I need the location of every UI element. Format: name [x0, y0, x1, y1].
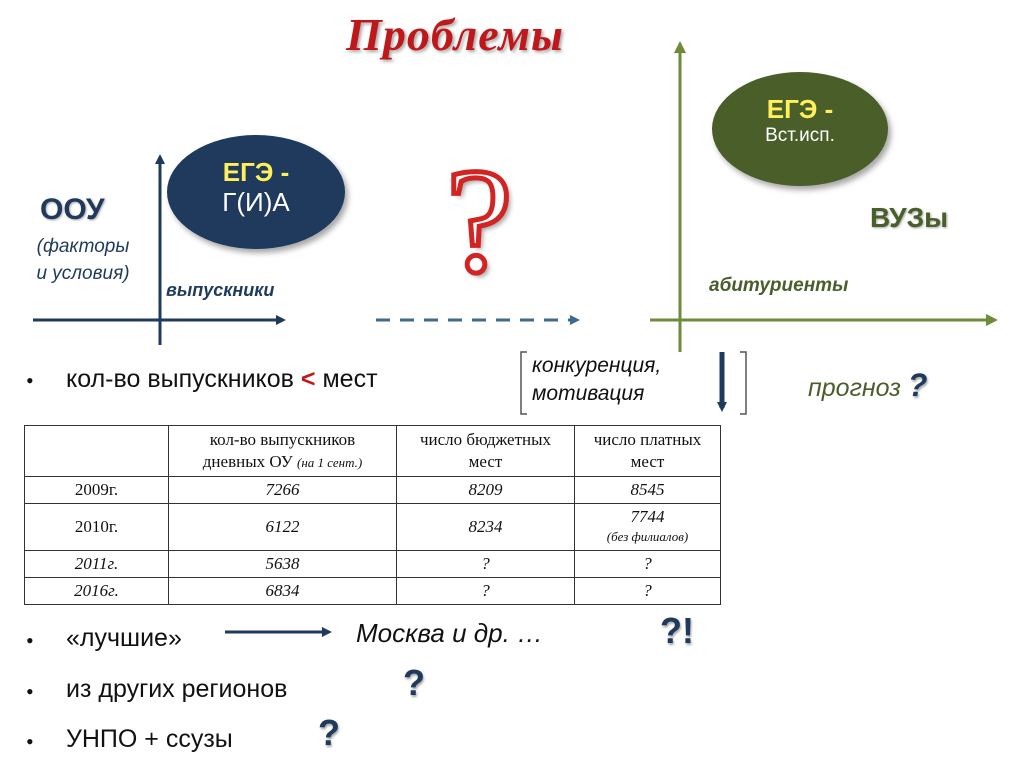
header-paid: число платных мест — [574, 425, 721, 477]
table-header-row: кол-во выпускников дневных ОУ (на 1 сент… — [24, 425, 721, 477]
cell-year: 2010г. — [24, 503, 169, 551]
ellipse-dash: - — [817, 94, 834, 124]
ege-gia-ellipse: ЕГЭ - Г(И)А — [167, 135, 345, 249]
ellipse-top-text: ЕГЭ - — [712, 94, 888, 124]
header-graduates: кол-во выпускников дневных ОУ (на 1 сент… — [168, 425, 397, 477]
cell-grads: 6122 — [168, 503, 397, 551]
table-row: 2010г. 6122 8234 7744 (без филиалов) — [24, 503, 721, 551]
cell-year: 2011г. — [24, 550, 169, 578]
header-budget: число бюджетных мест — [396, 425, 575, 477]
moscow-destination: Москва и др. … — [356, 618, 544, 648]
statistics-table: кол-во выпускников дневных ОУ (на 1 сент… — [24, 425, 721, 605]
header-budget-line1: число бюджетных — [419, 430, 552, 449]
cell-paid-value: 7744 — [630, 507, 665, 526]
bullet-text: кол-во выпускников — [66, 365, 294, 393]
bullet-dot: • — [26, 679, 34, 704]
unpo-question-mark: ? — [318, 712, 340, 753]
cell-year: 2009г. — [24, 476, 169, 504]
cell-budget: ? — [396, 550, 575, 578]
cell-paid-note: (без филиалов) — [606, 529, 689, 544]
competition-motivation: конкуренция, мотивация — [532, 352, 661, 408]
table-row: 2011г. 5638 ? ? — [24, 550, 721, 578]
header-graduates-text: дневных ОУ — [202, 451, 293, 471]
forecast-label: прогноз — [808, 374, 901, 402]
best-question-mark: ?! — [660, 610, 694, 651]
bullet-unpo: УНПО + ссузы — [66, 725, 233, 753]
bullet-graduates-vs-places: кол-во выпускников < мест — [66, 365, 378, 394]
ooy-label: ООУ — [40, 193, 105, 226]
ellipse-top-text: ЕГЭ - — [167, 157, 345, 187]
motivation-line: мотивация — [532, 382, 645, 405]
header-paid-line2: мест — [630, 452, 665, 471]
ellipse-ege-label: ЕГЭ — [766, 94, 818, 124]
ooy-factors-line2: и условия) — [36, 263, 130, 284]
applicants-axis-label: абитуриенты — [709, 275, 849, 296]
cell-paid: ? — [574, 550, 721, 578]
cell-paid: 8545 — [574, 476, 721, 504]
bullet-other-regions: из других регионов — [66, 675, 288, 703]
cell-year: 2016г. — [24, 577, 169, 605]
ooy-factors: (факторы и условия) — [22, 233, 144, 287]
regions-question-mark: ? — [403, 662, 425, 703]
vuzy-label: ВУЗы — [870, 202, 949, 233]
header-paid-line1: число платных — [593, 430, 702, 449]
cell-grads: 7266 — [168, 476, 397, 504]
right-bracket — [740, 351, 747, 415]
cell-grads: 6834 — [168, 577, 397, 605]
header-budget-line2: мест — [468, 452, 503, 471]
bullet-dot: • — [26, 628, 34, 653]
graduates-axis-label: выпускники — [166, 280, 275, 300]
less-than-sign: < — [300, 365, 316, 393]
page-title: Проблемы — [346, 9, 564, 60]
big-question-mark: ? — [444, 138, 516, 304]
table-row: 2009г. 7266 8209 8545 — [24, 476, 721, 504]
table-row: 2016г. 6834 ? ? — [24, 577, 721, 605]
cell-grads: 5638 — [168, 550, 397, 578]
ellipse-bottom-text: Г(И)А — [222, 187, 290, 217]
bullet-best: «лучшие» — [66, 624, 182, 652]
header-empty-cell — [24, 425, 169, 477]
bullet-dot: • — [26, 729, 34, 754]
header-graduates-note: (на 1 сент.) — [296, 454, 363, 470]
cell-paid: 7744 (без филиалов) — [574, 503, 721, 551]
left-bracket — [520, 351, 527, 415]
bullet-tail: мест — [322, 365, 378, 393]
ellipse-dash: - — [273, 157, 290, 187]
ooy-factors-line1: (факторы — [36, 236, 130, 257]
competition-line: конкуренция, — [532, 354, 662, 377]
bullet-dot: • — [26, 368, 34, 393]
cell-budget: 8209 — [396, 476, 575, 504]
ege-entrance-ellipse: ЕГЭ - Вст.исп. — [712, 72, 888, 186]
forecast: прогноз ? — [808, 367, 927, 404]
ellipse-ege-label: ЕГЭ — [222, 157, 274, 187]
forecast-question-mark: ? — [907, 367, 928, 403]
cell-paid: ? — [574, 577, 721, 605]
cell-budget: ? — [396, 577, 575, 605]
cell-budget: 8234 — [396, 503, 575, 551]
header-graduates-line1: кол-во выпускников — [209, 429, 356, 449]
header-graduates-line2: дневных ОУ (на 1 сент.) — [173, 451, 392, 474]
ellipse-bottom-text: Вст.исп. — [765, 125, 835, 146]
